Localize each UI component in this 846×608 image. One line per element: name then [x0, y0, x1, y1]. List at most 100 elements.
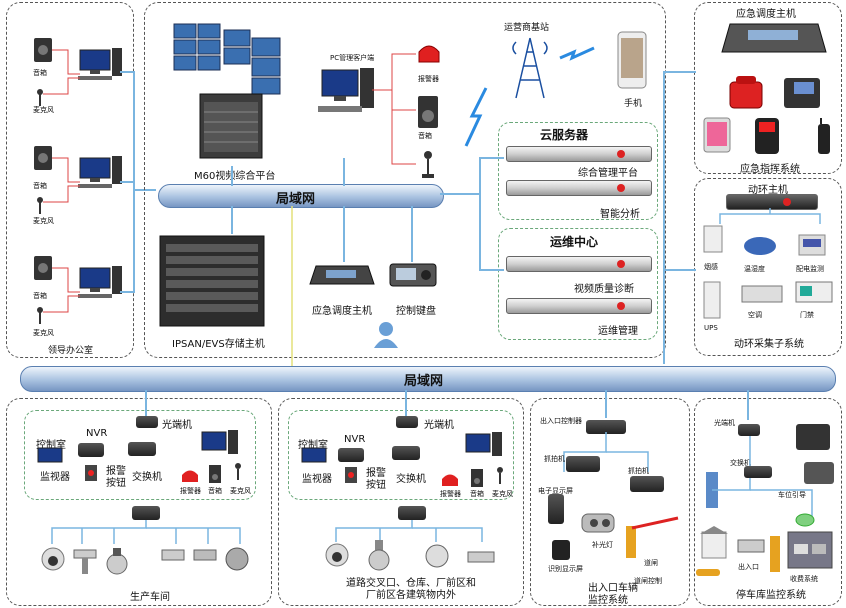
device-label: 烟感: [704, 263, 718, 271]
fee-label: 收费系统: [790, 575, 818, 583]
workstation-icon: [34, 38, 122, 106]
speaker-label: 音箱: [33, 292, 47, 300]
guidance-label: 车位引导: [778, 491, 806, 499]
access-control-icon: [795, 281, 833, 303]
monitor-icon: [37, 447, 63, 463]
power-env-links: [719, 208, 821, 224]
handset-icon: [755, 118, 779, 154]
control-label: 控制室: [36, 440, 66, 451]
power-monitor-icon: [798, 234, 826, 256]
speaker-label: 音箱: [33, 182, 47, 190]
smart-analysis-label: 智能分析: [600, 209, 640, 220]
bottom-uplinks: [145, 390, 749, 420]
nvr-icon: [78, 443, 104, 457]
tablet-icon: [703, 117, 731, 153]
mic-label: 麦克风: [33, 329, 54, 337]
device-label: UPS: [704, 324, 718, 332]
alarm-label: 报警器: [418, 75, 439, 83]
speed-dome-icon: [106, 548, 128, 575]
switch-label: 交换机: [396, 474, 426, 485]
mic-label: 麦克风: [33, 106, 54, 114]
barrier-label: 道闸: [644, 559, 658, 567]
alarm-button-label: 报警按钮: [366, 468, 386, 491]
gate-links: [563, 432, 649, 472]
phone-icon: [617, 31, 647, 89]
alarm-button-icon: [345, 467, 357, 483]
bullet-camera-icon: [193, 549, 217, 561]
server-unit: [506, 298, 652, 314]
gate-controller-icon: [586, 420, 626, 434]
roads-title: 道路交叉口、仓库、厂前区和厂前区各建筑物内外: [346, 578, 476, 601]
lan-to-servers-links: [440, 157, 504, 271]
speed-dome-icon: [368, 540, 390, 571]
roads-panel: [278, 398, 524, 606]
barrier-control-label: 道闸控制: [634, 577, 662, 585]
dispatch-console-icon: [309, 265, 375, 285]
camera-links: [335, 520, 483, 542]
control-keyboard-label: 控制键盘: [396, 306, 436, 317]
microphone-icon: [422, 151, 434, 178]
lan-top-label: 局域网: [276, 192, 316, 207]
dome-camera-icon: [325, 543, 349, 567]
bullet-camera-icon: [467, 551, 495, 563]
entrance-label: 出入口: [738, 563, 759, 571]
fill-light-label: 补光灯: [592, 541, 613, 549]
optical-label: 光端机: [714, 419, 735, 427]
alarm-light-icon: [182, 470, 198, 482]
switch-icon: [744, 466, 772, 478]
power-env-subtitle: 动环采集子系统: [734, 339, 804, 350]
alarm-button-label: 报警按钮: [106, 466, 126, 489]
gate-title: 出入口车辆监控系统: [588, 583, 638, 606]
power-env-panel: [694, 178, 842, 356]
car-icon: [696, 569, 720, 576]
speaker-label: 音箱: [33, 69, 47, 77]
dome-camera-icon: [41, 547, 65, 571]
pc-peripheral-links: [372, 53, 416, 165]
booth-icon: [700, 526, 728, 559]
display-screen-icon: [548, 494, 564, 524]
cell-tower-icon: [512, 37, 548, 99]
nvr-label: NVR: [344, 434, 366, 445]
control-keyboard-icon: [389, 263, 437, 287]
guidance-display-icon: [796, 424, 830, 450]
leader-workstation-3: [28, 252, 128, 336]
ip-phone-icon: [784, 78, 820, 108]
lan-pipe-top: [158, 184, 444, 208]
led-display-label: 识别显示屏: [548, 565, 583, 573]
phone-label: 手机: [624, 99, 643, 109]
power-env-host-icon: [726, 194, 818, 210]
parking-gate-icon: [770, 536, 780, 572]
workshop-panel: [6, 398, 272, 606]
mic-label: 麦克风: [230, 487, 251, 495]
alarm-light-icon: [442, 474, 458, 486]
barrier-gate-icon: [626, 516, 679, 558]
speed-dome-icon: [425, 544, 449, 568]
pc-client-label: PC管理客户端: [330, 54, 375, 62]
monitor-icon: [301, 447, 327, 463]
ops-mgmt-label: 运维管理: [598, 326, 638, 337]
nvr-label: NVR: [86, 428, 108, 439]
user-icon: [374, 322, 398, 348]
parking-panel: [694, 398, 842, 606]
dispatch-console-icon: [721, 23, 827, 53]
parking-space-camera-icon: [795, 513, 815, 527]
alarm-button-icon: [85, 465, 97, 481]
speaker-label: 音箱: [208, 487, 222, 495]
capture-camera-label: 抓拍机: [628, 467, 649, 475]
device-label: 温湿度: [744, 265, 765, 273]
emergency-panel: [694, 2, 842, 174]
speaker-icon: [471, 469, 483, 487]
control-label: 控制室: [298, 440, 328, 451]
mic-label: 麦克风: [492, 490, 513, 498]
led-display-icon: [552, 540, 570, 560]
speaker-icon: [418, 96, 438, 128]
lan-main-label: 局域网: [404, 374, 444, 389]
microphone-icon: [235, 463, 241, 480]
switch-icon: [128, 442, 156, 456]
capture-camera-icon: [566, 456, 600, 472]
workshop-control-panel: [24, 410, 256, 500]
radio-icon: [818, 118, 830, 154]
optical-label: 光端机: [162, 420, 192, 431]
power-env-title: 动环主机: [748, 185, 788, 196]
alarm-label: 报警器: [440, 490, 461, 498]
